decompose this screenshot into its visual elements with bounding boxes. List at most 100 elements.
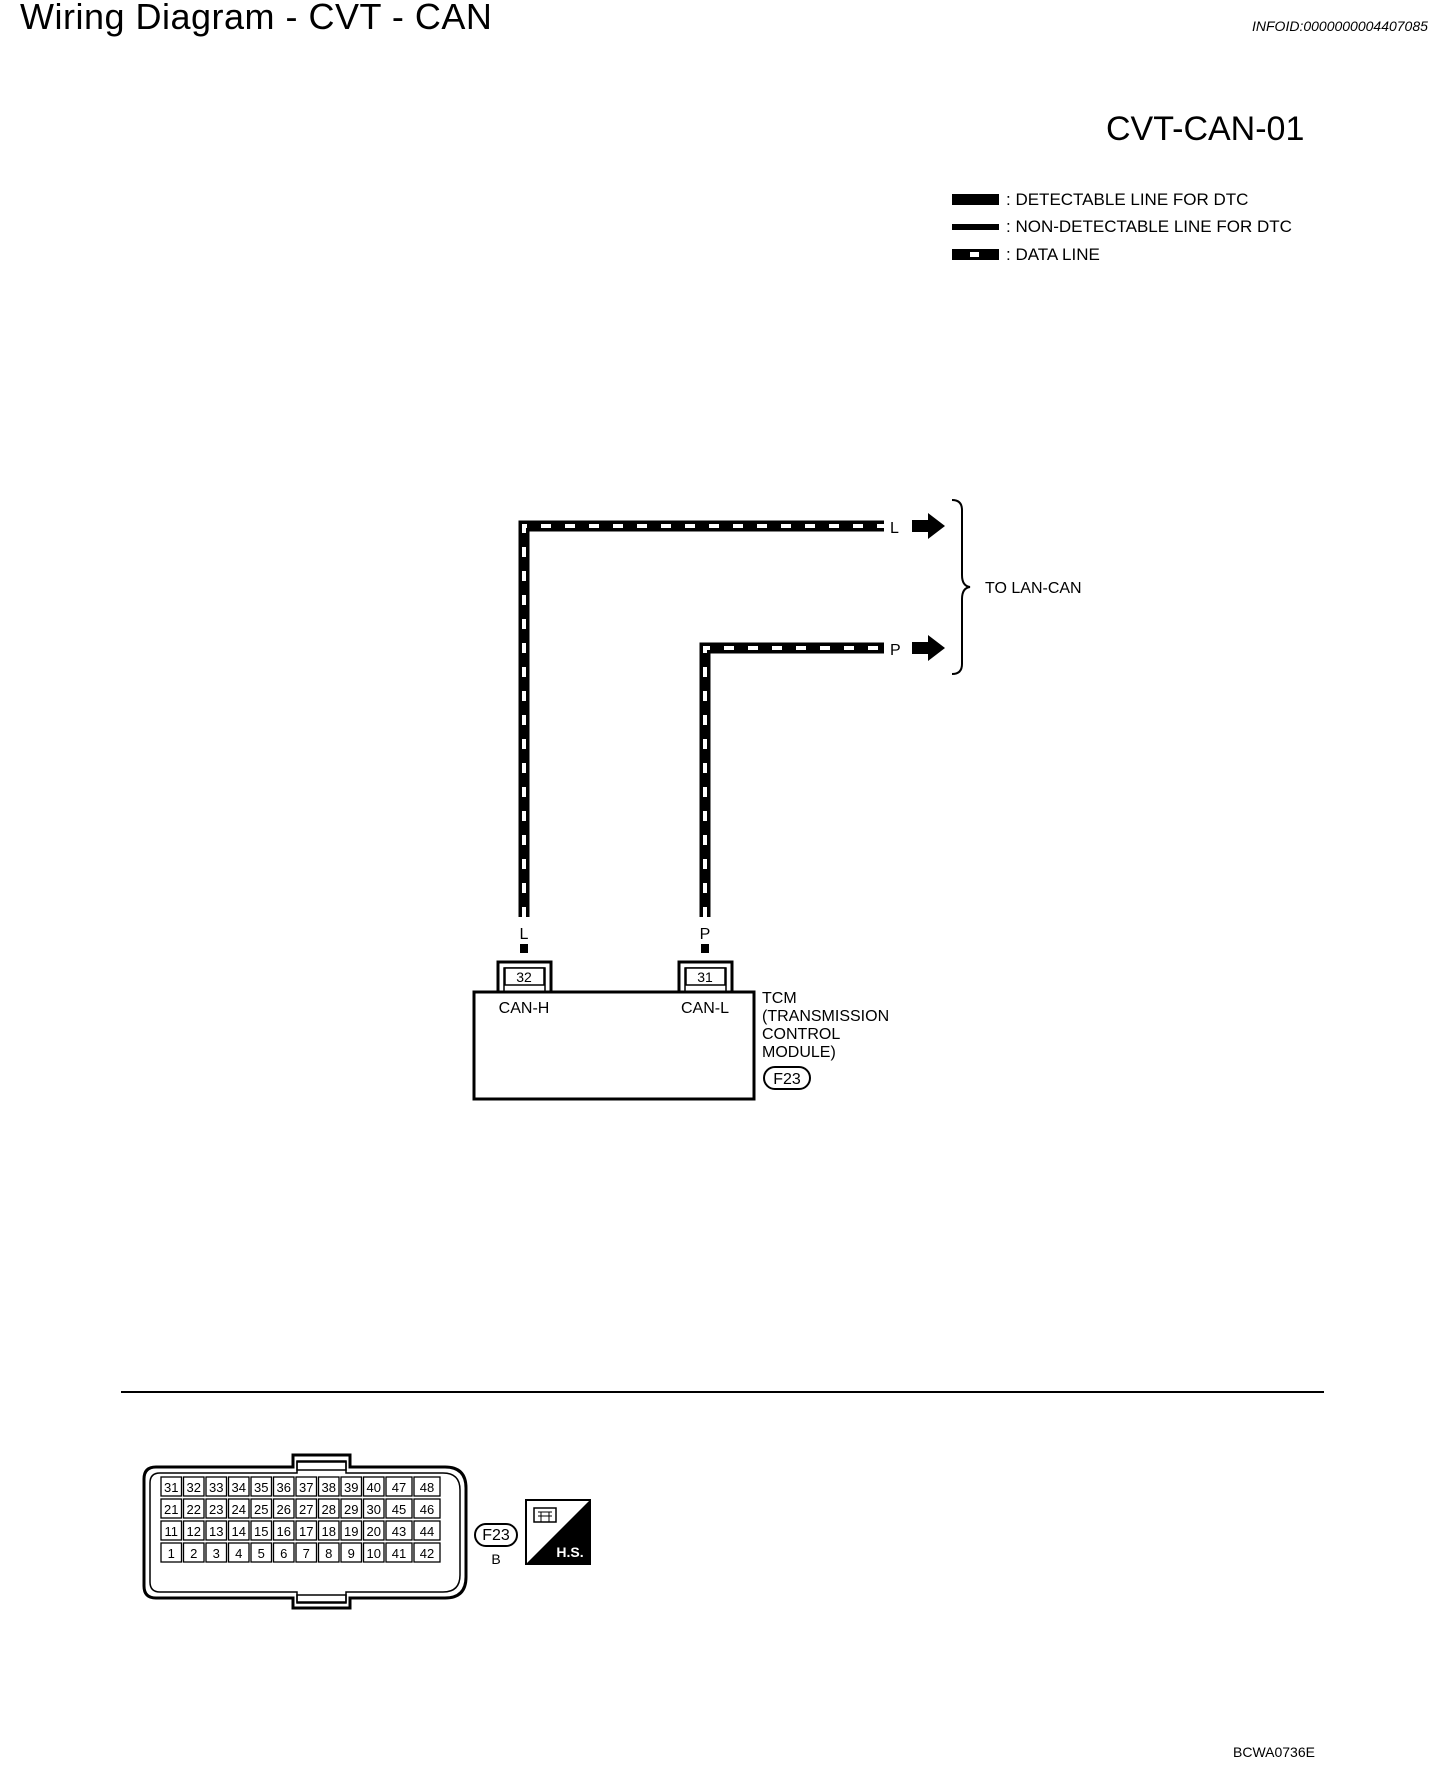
legend-detectable-swatch	[952, 194, 999, 205]
connector-pin-number: 41	[392, 1546, 406, 1561]
connector-pin-cell	[362, 1520, 385, 1541]
connector-pin-number: 31	[164, 1480, 178, 1495]
connector-pin-cell	[295, 1520, 318, 1541]
arrow-right-icon	[912, 635, 945, 661]
connector-pin-cell	[340, 1542, 363, 1563]
connector-pin-number: 14	[232, 1524, 246, 1539]
connector-pin-cell	[317, 1520, 340, 1541]
connector-pin-cell	[272, 1498, 295, 1519]
connector-pin-cell	[205, 1498, 228, 1519]
pin-number: 32	[516, 969, 532, 985]
connector-pin-cell	[205, 1520, 228, 1541]
legend-non-detectable-label: : NON-DETECTABLE LINE FOR DTC	[1006, 217, 1292, 236]
can-h-label: CAN-H	[499, 1000, 550, 1017]
tcm-name-line: MODULE)	[762, 1044, 836, 1061]
connector-pin-cell	[227, 1520, 250, 1541]
connector-pin-number: 9	[348, 1546, 355, 1561]
tcm-name-line: CONTROL	[762, 1026, 840, 1043]
connector-pin-number: 24	[232, 1502, 246, 1517]
connector-pin-cell	[182, 1520, 205, 1541]
connector-color: B	[491, 1551, 500, 1567]
connector-pin-cell	[227, 1542, 250, 1563]
connector-pin-cell	[182, 1476, 205, 1497]
connector-pin-cell	[160, 1520, 183, 1541]
connector-pin-number: 2	[190, 1546, 197, 1561]
wire-label-p: P	[890, 642, 901, 659]
footer-code: BCWA0736E	[1233, 1744, 1315, 1760]
connector-pin-number: 15	[254, 1524, 268, 1539]
connector-pin-cell	[227, 1476, 250, 1497]
destination-label: TO LAN-CAN	[985, 580, 1082, 597]
page-title: Wiring Diagram - CVT - CAN	[20, 0, 493, 37]
connector-pin-cell	[413, 1520, 441, 1541]
pin-terminal-32: 32	[496, 960, 553, 992]
tcm-name-line: TCM	[762, 990, 797, 1007]
wire-color-p: P	[700, 926, 711, 943]
can-l-data-line	[699, 642, 884, 917]
connector-pin-number: 48	[420, 1480, 434, 1495]
legend-detectable-label: : DETECTABLE LINE FOR DTC	[1006, 190, 1248, 209]
connector-pin-cell	[227, 1498, 250, 1519]
connector-pin-cell	[272, 1520, 295, 1541]
connector-pin-number: 29	[344, 1502, 358, 1517]
connector-pin-number: 6	[280, 1546, 287, 1561]
connector-pin-cell	[413, 1498, 441, 1519]
connector-pin-number: 7	[303, 1546, 310, 1561]
info-id: INFOID:0000000004407085	[1252, 18, 1428, 34]
connector-pin-cell	[317, 1498, 340, 1519]
connector-pin-cell	[250, 1476, 273, 1497]
connector-pin-cell	[160, 1476, 183, 1497]
connector-pin-number: 23	[209, 1502, 223, 1517]
connector-pin-cell	[413, 1476, 441, 1497]
connector-pin-number: 28	[322, 1502, 336, 1517]
connector-pin-number: 37	[299, 1480, 313, 1495]
connector-pin-number: 27	[299, 1502, 313, 1517]
connector-id: F23	[773, 1071, 801, 1088]
connector-pin-cell	[317, 1476, 340, 1497]
connector-pin-number: 39	[344, 1480, 358, 1495]
connector-pin-number: 34	[232, 1480, 246, 1495]
legend-data-line-label: : DATA LINE	[1006, 245, 1100, 264]
wire-color-l: L	[520, 926, 529, 943]
connector-pin-cell	[295, 1542, 318, 1563]
connector-pin-cell	[362, 1476, 385, 1497]
connector-pin-number: 4	[235, 1546, 242, 1561]
connector-pin-number: 30	[367, 1502, 381, 1517]
connector-pin-number: 38	[322, 1480, 336, 1495]
connector-pin-number: 12	[187, 1524, 201, 1539]
connector-pin-cell	[182, 1542, 205, 1563]
connector-pin-number: 22	[187, 1502, 201, 1517]
legend-data-line-swatch	[952, 249, 999, 260]
connector-pin-cell	[385, 1542, 413, 1563]
pin-terminal-31: 31	[677, 960, 734, 992]
pin-number: 31	[697, 969, 713, 985]
connector-pin-cell	[385, 1498, 413, 1519]
connector-pin-number: 3	[213, 1546, 220, 1561]
connector-pin-number: 47	[392, 1480, 406, 1495]
tcm-name-line: (TRANSMISSION	[762, 1008, 889, 1025]
connector-pin-number: 44	[420, 1524, 434, 1539]
connector-pin-cell	[272, 1476, 295, 1497]
connector-pin-number: 19	[344, 1524, 358, 1539]
connector-pin-number: 26	[277, 1502, 291, 1517]
tcm-box	[472, 990, 756, 1101]
connector-pin-number: 33	[209, 1480, 223, 1495]
connector-pin-cell	[385, 1520, 413, 1541]
connector-pin-number: 10	[367, 1546, 381, 1561]
connector-pin-cell	[385, 1476, 413, 1497]
connector-pin-number: 17	[299, 1524, 313, 1539]
connector-pin-number: 36	[277, 1480, 291, 1495]
connector-pin-number: 40	[367, 1480, 381, 1495]
connector-pin-number: 32	[187, 1480, 201, 1495]
connector-id-badge	[474, 1523, 518, 1547]
connector-pin-number: 20	[367, 1524, 381, 1539]
legend-non-detectable-swatch	[952, 224, 999, 230]
connector-pin-cell	[272, 1542, 295, 1563]
connector-pin-cell	[340, 1498, 363, 1519]
hs-label: H.S.	[556, 1544, 583, 1560]
can-l-label: CAN-L	[681, 1000, 729, 1017]
connector-id-badge	[763, 1066, 811, 1090]
connector-pin-cell	[362, 1542, 385, 1563]
connector-pin-cell	[205, 1542, 228, 1563]
